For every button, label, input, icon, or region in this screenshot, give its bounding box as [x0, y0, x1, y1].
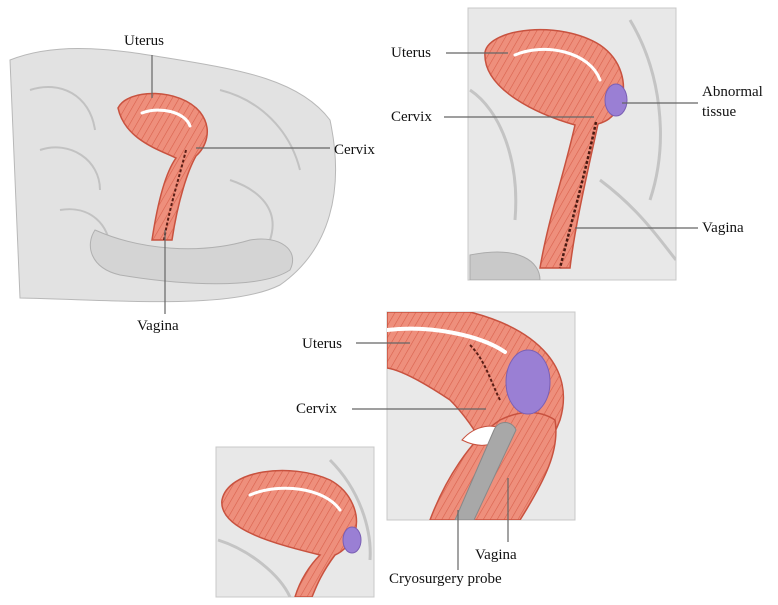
label-cervix: Cervix — [296, 401, 337, 418]
label-vagina: Vagina — [702, 220, 744, 237]
abnormal-tissue-area — [605, 84, 627, 116]
label-vagina: Vagina — [475, 547, 517, 564]
panel-4-small-overview — [216, 447, 374, 597]
abnormal-tissue-area — [506, 350, 550, 414]
label-cervix: Cervix — [391, 109, 432, 126]
label-abnormal-tissue-line2: tissue — [702, 104, 736, 121]
label-cervix: Cervix — [334, 142, 375, 159]
label-uterus: Uterus — [391, 45, 431, 62]
label-cryosurgery-probe: Cryosurgery probe — [389, 571, 502, 588]
label-vagina: Vagina — [137, 318, 179, 335]
label-uterus: Uterus — [124, 33, 164, 50]
panel-3-cryosurgery-closeup — [352, 312, 575, 570]
abnormal-tissue-area — [343, 527, 361, 553]
panel-1-pelvis — [10, 48, 336, 314]
panel-2-abnormal-tissue — [444, 8, 698, 280]
label-abnormal-tissue-line1: Abnormal — [702, 84, 763, 101]
label-uterus: Uterus — [302, 336, 342, 353]
